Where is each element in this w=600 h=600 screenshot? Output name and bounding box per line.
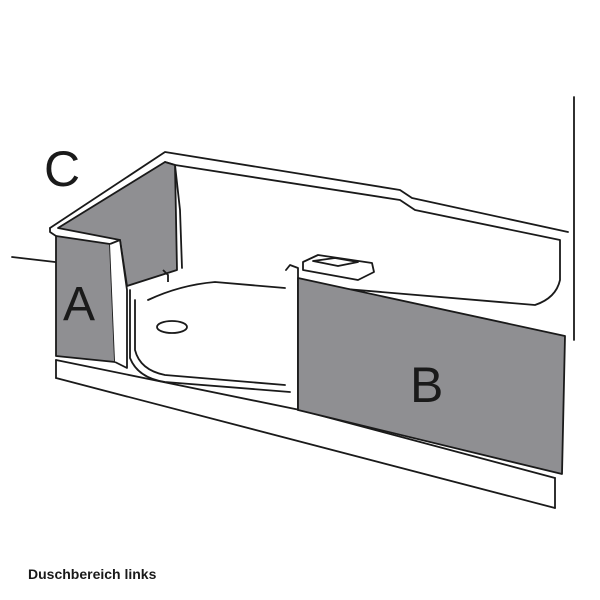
- shower-floor-curve: [134, 299, 286, 386]
- left-end-top: [49, 227, 57, 237]
- panel-a-edge: [109, 239, 128, 369]
- label-c: C: [44, 141, 80, 197]
- label-b: B: [410, 357, 443, 413]
- divider-step: [285, 264, 299, 411]
- label-a: A: [63, 278, 95, 331]
- shower-floor-edge: [129, 289, 291, 393]
- tub-rim-outer: [49, 151, 569, 233]
- shower-floor-curve-inner: [147, 281, 286, 301]
- control-unit-icon: [302, 254, 375, 281]
- floor-wall-line: [11, 256, 56, 263]
- drain-icon: [156, 320, 188, 334]
- panel-b: [297, 277, 566, 475]
- plinth-bottom: [55, 377, 556, 509]
- diagram-caption: Duschbereich links: [28, 566, 157, 582]
- corner-bracket: [162, 269, 169, 282]
